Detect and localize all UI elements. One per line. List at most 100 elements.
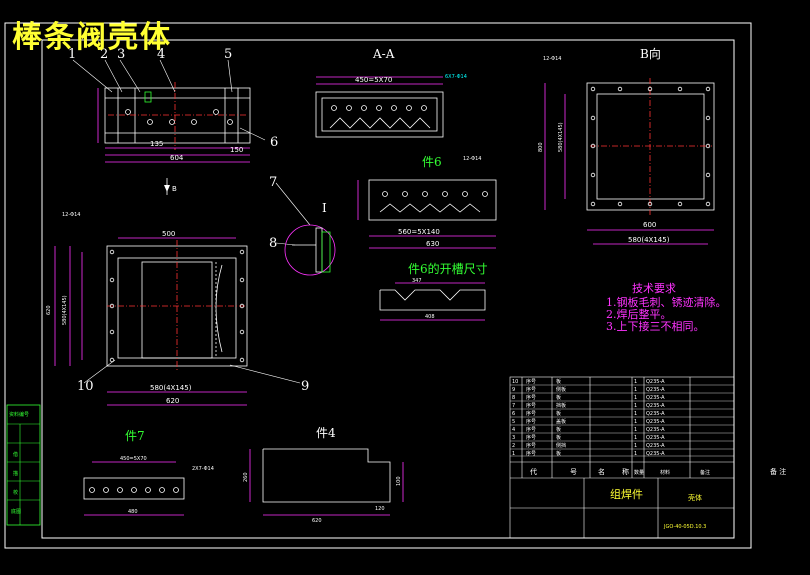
part-label-9: 9 [301,379,309,394]
outer-frame [4,22,752,549]
part-label-6: 6 [270,135,278,150]
dim-main-580v: 580(4X145) [62,295,68,325]
parts-list-cell: Q235-A [646,443,665,449]
parts-list-cell: 1 [512,451,515,457]
part-label-1: 1 [68,47,76,62]
top-left-view [97,82,251,163]
tb-col-title: 称 [622,467,629,476]
part6-slot-view [379,282,486,321]
parts-list-cell: 板 [556,378,561,385]
title-block [509,376,735,539]
parts-list-cell: 序号 [526,378,536,385]
dim-b-hole: 12-Φ14 [543,56,561,62]
parts-list-cell: 序号 [526,426,536,433]
part-label-7: 7 [269,175,277,190]
parts-list-cell: Q235-A [646,427,665,433]
strip-cell-4: 校 [13,489,18,496]
parts-list-cell: 序号 [526,410,536,417]
strip-cell-5: 底图 [11,508,21,515]
dim-p4-100: 100 [396,476,402,486]
parts-list-cell: 序号 [526,394,536,401]
dim-main-hole: 12-Φ14 [62,212,80,218]
tb-code: JGO-40-05D.10.3 [663,524,706,530]
parts-list-cell: 侧挡 [556,442,566,449]
svg-text:B: B [172,185,177,193]
view-part6-slot-title: 件6的开槽尺寸 [408,261,488,276]
part-label-8: 8 [269,236,277,251]
dim-p7-480: 480 [128,509,138,515]
left-strip: 资料编号 借 描 校 底图 [6,404,41,526]
parts-list-cell: 1 [634,387,637,393]
part-label-10: 10 [77,379,94,394]
strip-cell-0: 资料编号 [9,411,29,418]
parts-list-cell: 序号 [526,418,536,425]
dim-p4-260: 260 [243,472,249,482]
detail-i-title: I [322,201,327,215]
dim-main-620: 620 [166,397,179,405]
view-arrow-b: B [164,178,177,195]
parts-list-cell: 1 [634,379,637,385]
view-b-title: B向 [640,46,661,61]
notes-heading: 技术要求 [632,282,676,295]
notes-line-3: 3.上下接三不相同。 [606,320,705,333]
parts-list-cell: 1 [634,435,637,441]
parts-list-cell: 板 [556,394,561,401]
parts-list-cell: 1 [634,411,637,417]
view-part7-title: 件7 [125,429,145,443]
parts-list-cell: Q235-A [646,387,665,393]
parts-list-cell: 板 [556,426,561,433]
parts-list-cell: 序号 [526,386,536,393]
strip-cell-3: 描 [13,470,18,477]
parts-list-cell: 板 [556,450,561,457]
parts-list-cell: 盖板 [556,418,566,425]
parts-list-cell: 挡板 [556,402,566,409]
dim-main-580: 580(4X145) [150,384,192,392]
parts-list-cell: 1 [634,427,637,433]
leader-lines [72,59,311,384]
dim-top-width: 604 [170,154,184,162]
tb-side-note: 备 注 [770,467,786,476]
parts-list-cell: 1 [634,443,637,449]
strip-cell-2: 借 [13,451,18,458]
dim-p4-620: 620 [312,518,322,524]
parts-list-cell: 1 [634,419,637,425]
dim-top-135: 135 [150,140,163,148]
parts-list-cell: 6 [512,411,515,417]
dim-main-620v: 620 [46,305,52,315]
tb-col-qty: 数量 [634,469,644,476]
parts-list-cell: Q235-A [646,435,665,441]
dim-slot-408: 408 [425,314,435,320]
dim-p6-630: 630 [426,240,439,248]
view-a-a-title: A-A [372,47,395,61]
tb-col-remark: 备注 [700,469,710,476]
parts-list-cell: 侧板 [556,386,566,393]
dim-b-580: 580(4X145) [628,236,670,244]
parts-list-cell: Q235-A [646,451,665,457]
parts-list-cell: Q235-A [646,403,665,409]
tb-col-code: 代 [530,467,537,476]
parts-list-cell: Q235-A [646,411,665,417]
part7-view [83,461,185,516]
parts-list-cell: 7 [512,403,515,409]
tb-col-material: 材料 [660,469,670,476]
parts-list-cell: 10 [512,379,518,385]
parts-list-cell: 1 [634,451,637,457]
dim-slot-347: 347 [412,278,422,284]
dim-p4-120: 120 [375,506,385,512]
dim-p6-hole: 12-Φ14 [463,156,481,162]
parts-list-cell: Q235-A [646,379,665,385]
dim-aa-450: 450=5X70 [355,76,392,84]
tb-assembly: 组焊件 [610,487,643,501]
parts-list-cell: Q235-A [646,419,665,425]
parts-list-cell: 序号 [526,442,536,449]
parts-list-cell: 序号 [526,402,536,409]
parts-list-cell: 序号 [526,434,536,441]
dim-p6-560: 560=5X140 [398,228,440,236]
part-label-2: 2 [100,47,108,62]
a-a-view [315,76,444,138]
notes-line-1: 1.钢板毛刺、锈迹清除。 [606,295,727,309]
view-part4-title: 件4 [316,426,336,440]
